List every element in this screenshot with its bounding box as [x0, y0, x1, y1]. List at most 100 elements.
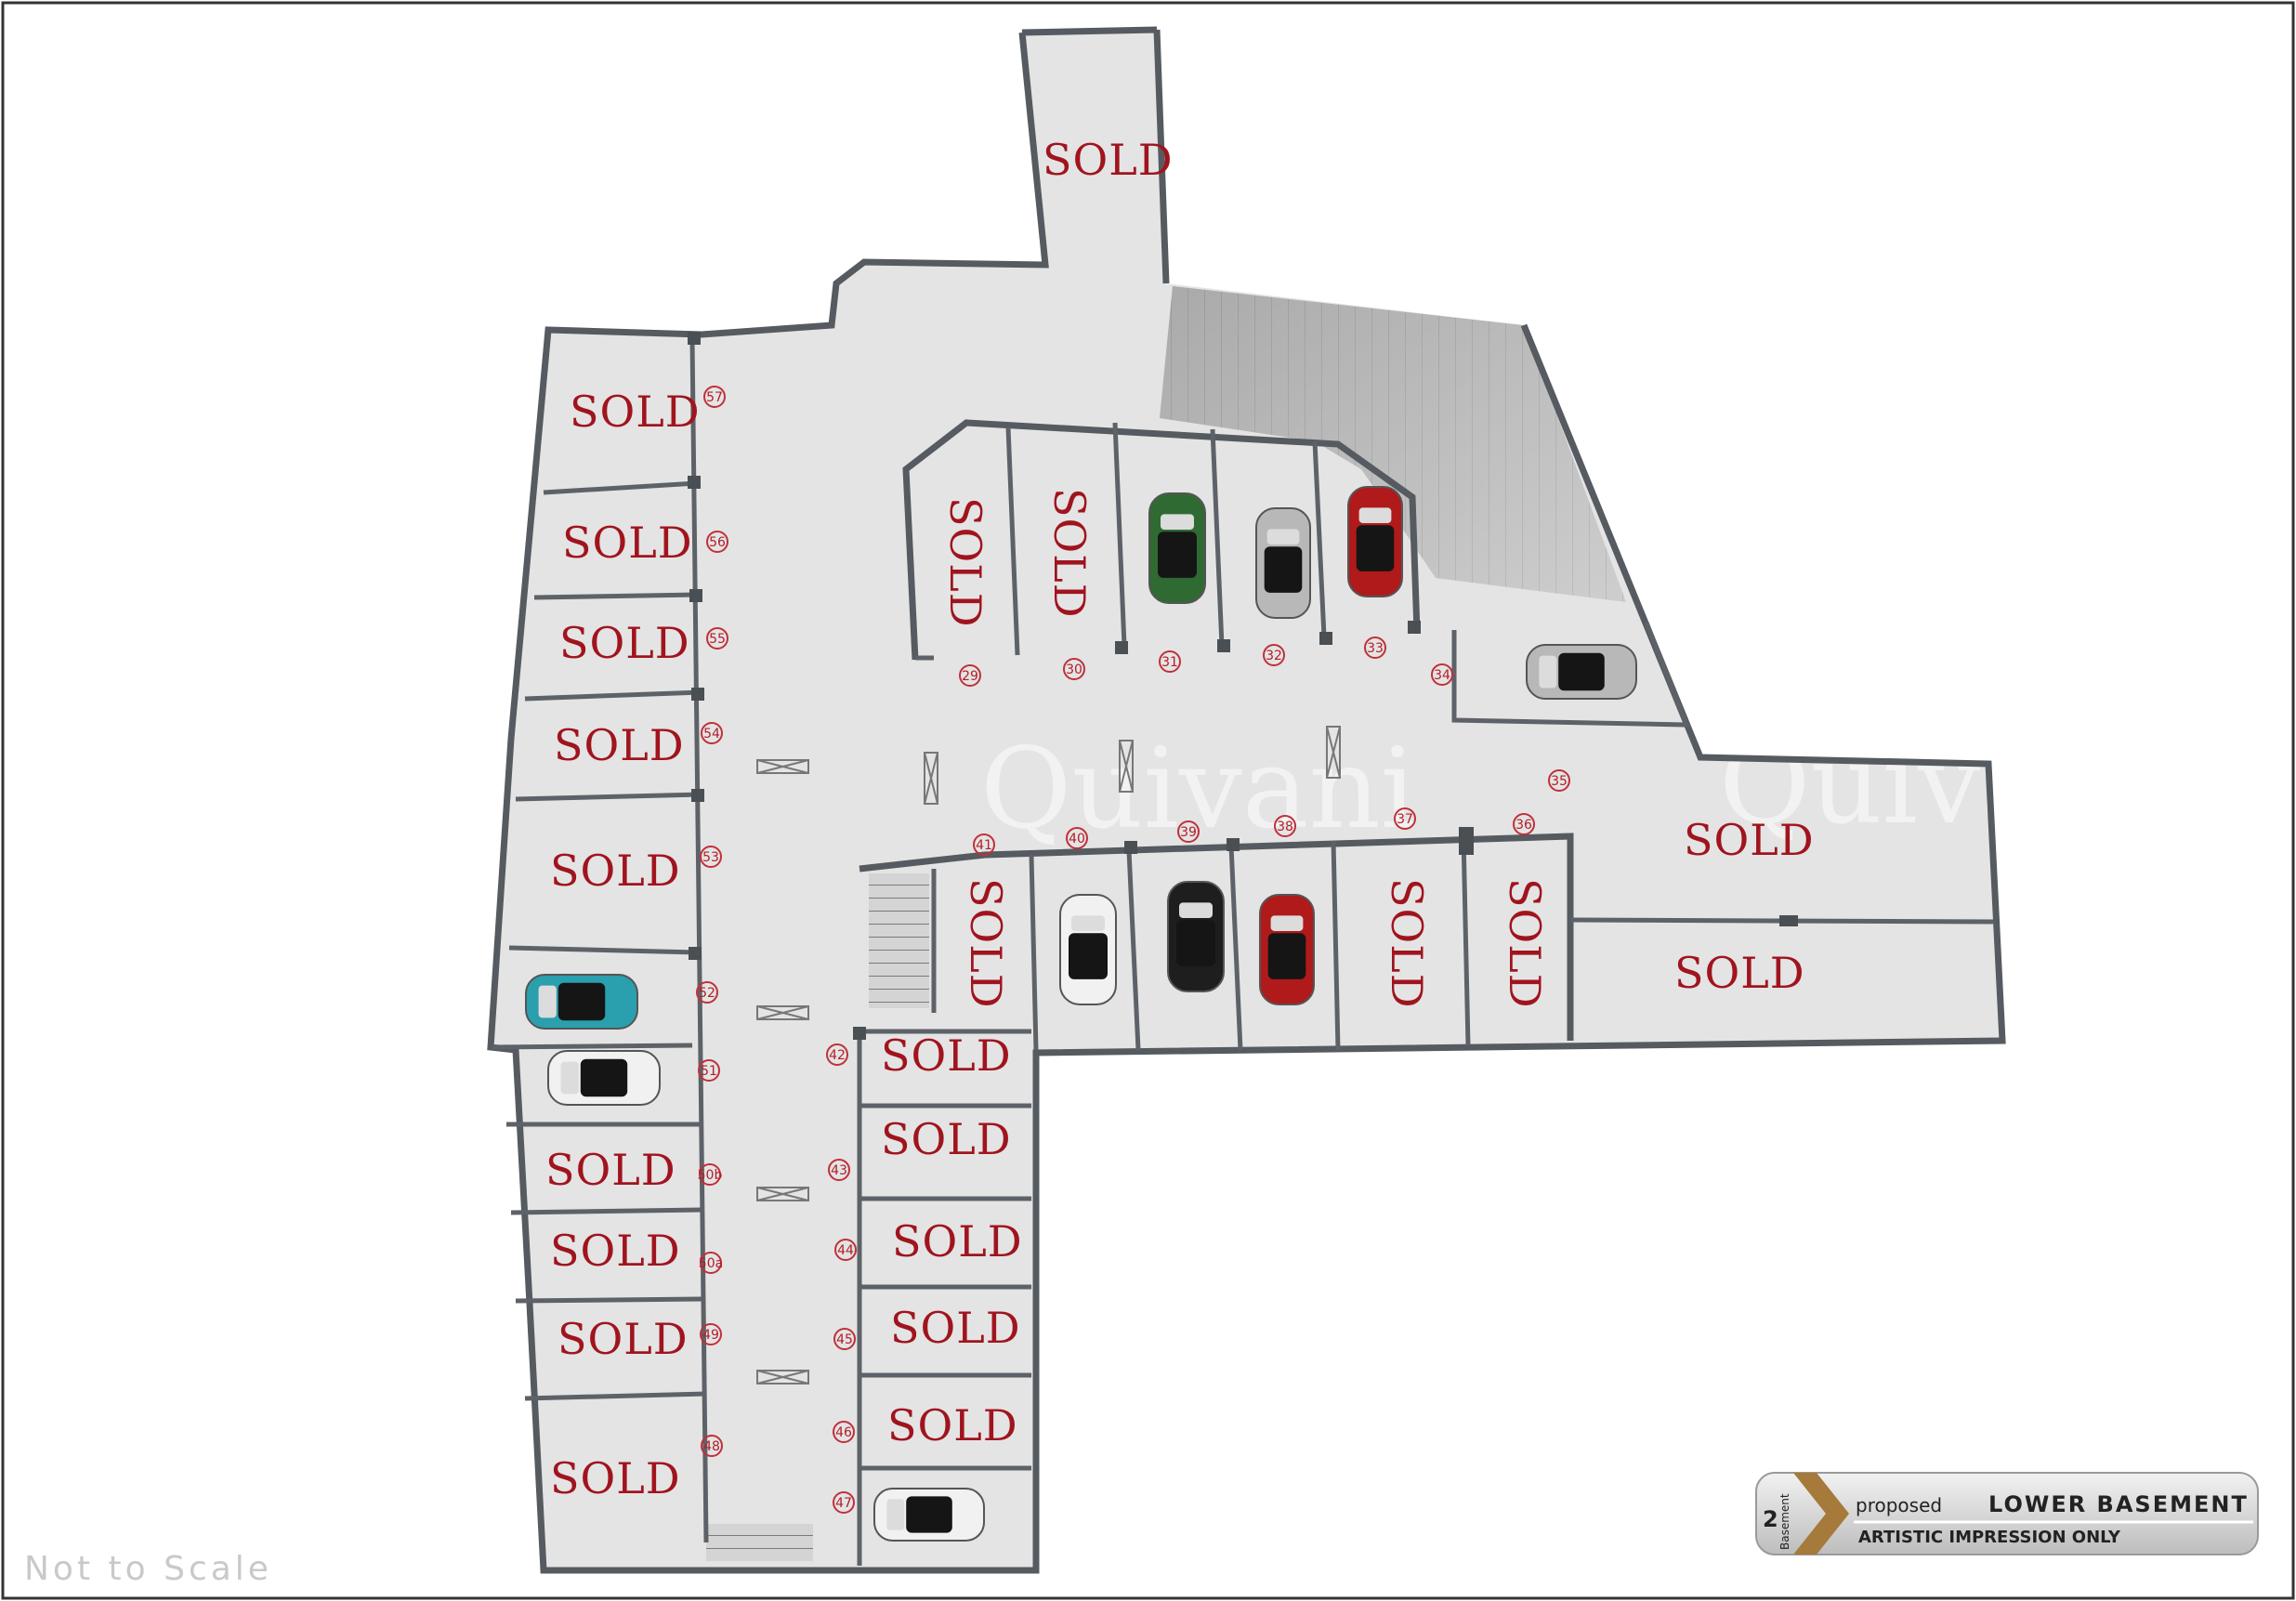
svg-text:45: 45 [836, 1332, 853, 1347]
bay-number-50b: 50b [698, 1163, 723, 1186]
car-bay-31 [1148, 492, 1206, 604]
sold-label-east-2: SOLD [1674, 948, 1805, 998]
structural-columns [688, 332, 1474, 1040]
sold-label-50b: SOLD [545, 1145, 676, 1195]
svg-text:42: 42 [829, 1048, 846, 1063]
badge-level-word: Basement [1778, 1493, 1791, 1550]
svg-text:41: 41 [976, 838, 992, 853]
car-bay-39 [1167, 881, 1225, 992]
bay-number-32: 32 [1263, 644, 1285, 666]
car-bay-32 [1255, 507, 1311, 619]
sold-label-50a: SOLD [550, 1226, 681, 1276]
svg-text:56: 56 [709, 535, 726, 550]
vent-markers [756, 726, 1341, 1384]
bay-number-56: 56 [706, 531, 728, 553]
svg-text:38: 38 [1277, 820, 1293, 834]
bay-number-46: 46 [833, 1421, 855, 1443]
svg-text:34: 34 [1434, 668, 1450, 683]
svg-text:50a: 50a [699, 1256, 723, 1271]
bay-number-54: 54 [701, 722, 723, 744]
sold-label-54: SOLD [554, 720, 685, 770]
svg-text:32: 32 [1266, 649, 1282, 663]
svg-text:47: 47 [835, 1496, 852, 1511]
svg-text:29: 29 [962, 669, 978, 684]
bay-number-52: 52 [696, 981, 718, 1004]
sold-label-44: SOLD [892, 1216, 1023, 1266]
badge-prefix: proposed [1856, 1494, 1942, 1516]
svg-text:31: 31 [1161, 655, 1178, 670]
sold-label-55: SOLD [559, 618, 690, 668]
bay-number-41: 41 [973, 833, 995, 856]
sold-label-42: SOLD [881, 1030, 1012, 1081]
svg-text:30: 30 [1066, 663, 1082, 677]
bay-number-35: 35 [1548, 769, 1570, 792]
sold-label-30: SOLD [1044, 488, 1095, 619]
car-bay-33 [1347, 486, 1403, 597]
svg-text:48: 48 [703, 1439, 720, 1454]
title-badge: 2 Basement proposed Lower Basement Artis… [1755, 1472, 2259, 1555]
bay-number-36: 36 [1513, 813, 1535, 835]
stairwell [869, 873, 929, 1008]
car-bay-51 [547, 1050, 661, 1106]
west-bay-dividers [492, 338, 709, 1543]
svg-text:39: 39 [1180, 825, 1197, 840]
bay-number-45: 45 [833, 1328, 856, 1350]
bay-number-43: 43 [828, 1159, 850, 1181]
bay-number-42: 42 [826, 1043, 848, 1066]
bay-number-53: 53 [700, 846, 722, 868]
svg-text:40: 40 [1069, 832, 1085, 846]
sold-label-53: SOLD [550, 846, 681, 896]
watermark-2: Quivani [1719, 720, 2155, 849]
bay-number-57: 57 [703, 386, 726, 408]
bay-number-40: 40 [1066, 827, 1088, 849]
sold-label-56: SOLD [562, 518, 693, 568]
sold-label-east-1: SOLD [1684, 815, 1815, 865]
bay-number-47: 47 [833, 1491, 855, 1514]
bay-number-51: 51 [698, 1059, 720, 1082]
badge-subtitle: Artistic Impression Only [1858, 1528, 2121, 1547]
sold-label-29: SOLD [940, 497, 991, 628]
bay-number-31: 31 [1159, 650, 1181, 673]
car-bay-47 [873, 1488, 985, 1542]
badge-title: Lower Basement [1988, 1491, 2249, 1517]
parked-cars [525, 486, 1637, 1542]
bay-number-37: 37 [1394, 807, 1416, 830]
svg-text:43: 43 [831, 1163, 847, 1178]
south-bay-dividers [931, 835, 1471, 1051]
bay-number-50a: 50a [699, 1252, 723, 1274]
car-bay-38 [1259, 894, 1315, 1005]
car-bay-52 [525, 974, 638, 1030]
bay-number-38: 38 [1274, 815, 1296, 837]
sold-labels: SOLD SOLD SOLD SOLD SOLD SOLD SOLD SOLD … [545, 135, 1815, 1503]
svg-text:44: 44 [837, 1243, 854, 1258]
svg-text:50b: 50b [698, 1168, 723, 1183]
bay-number-44: 44 [834, 1239, 857, 1261]
car-bay-34 [1526, 644, 1637, 700]
bay-number-34: 34 [1431, 663, 1453, 686]
car-bay-40 [1059, 894, 1117, 1005]
svg-text:36: 36 [1515, 818, 1532, 833]
svg-text:35: 35 [1551, 774, 1568, 789]
svg-text:37: 37 [1397, 812, 1413, 827]
sold-label-ramp: SOLD [1043, 135, 1174, 185]
sold-label-43: SOLD [881, 1114, 1012, 1164]
svg-text:51: 51 [701, 1064, 717, 1079]
sold-label-41: SOLD [961, 878, 1011, 1009]
bay-number-55: 55 [706, 627, 728, 650]
bay-34-enclosure [1451, 622, 1690, 728]
sold-label-57: SOLD [570, 387, 701, 437]
svg-text:49: 49 [702, 1328, 719, 1343]
bay-numbers: 57 56 55 54 53 52 51 50b 50a 49 48 47 46… [696, 386, 1570, 1514]
south-block-wall [859, 833, 1574, 1041]
sold-label-36: SOLD [1500, 878, 1550, 1009]
bay-number-39: 39 [1177, 820, 1200, 843]
floor-slab [491, 30, 2002, 1570]
bay-number-48: 48 [701, 1435, 723, 1457]
bay-number-29: 29 [959, 664, 981, 687]
svg-text:46: 46 [835, 1425, 852, 1440]
badge-level-number: 2 [1763, 1506, 1780, 1532]
sold-label-37: SOLD [1382, 878, 1432, 1009]
svg-text:55: 55 [709, 632, 726, 647]
svg-text:57: 57 [706, 390, 723, 405]
